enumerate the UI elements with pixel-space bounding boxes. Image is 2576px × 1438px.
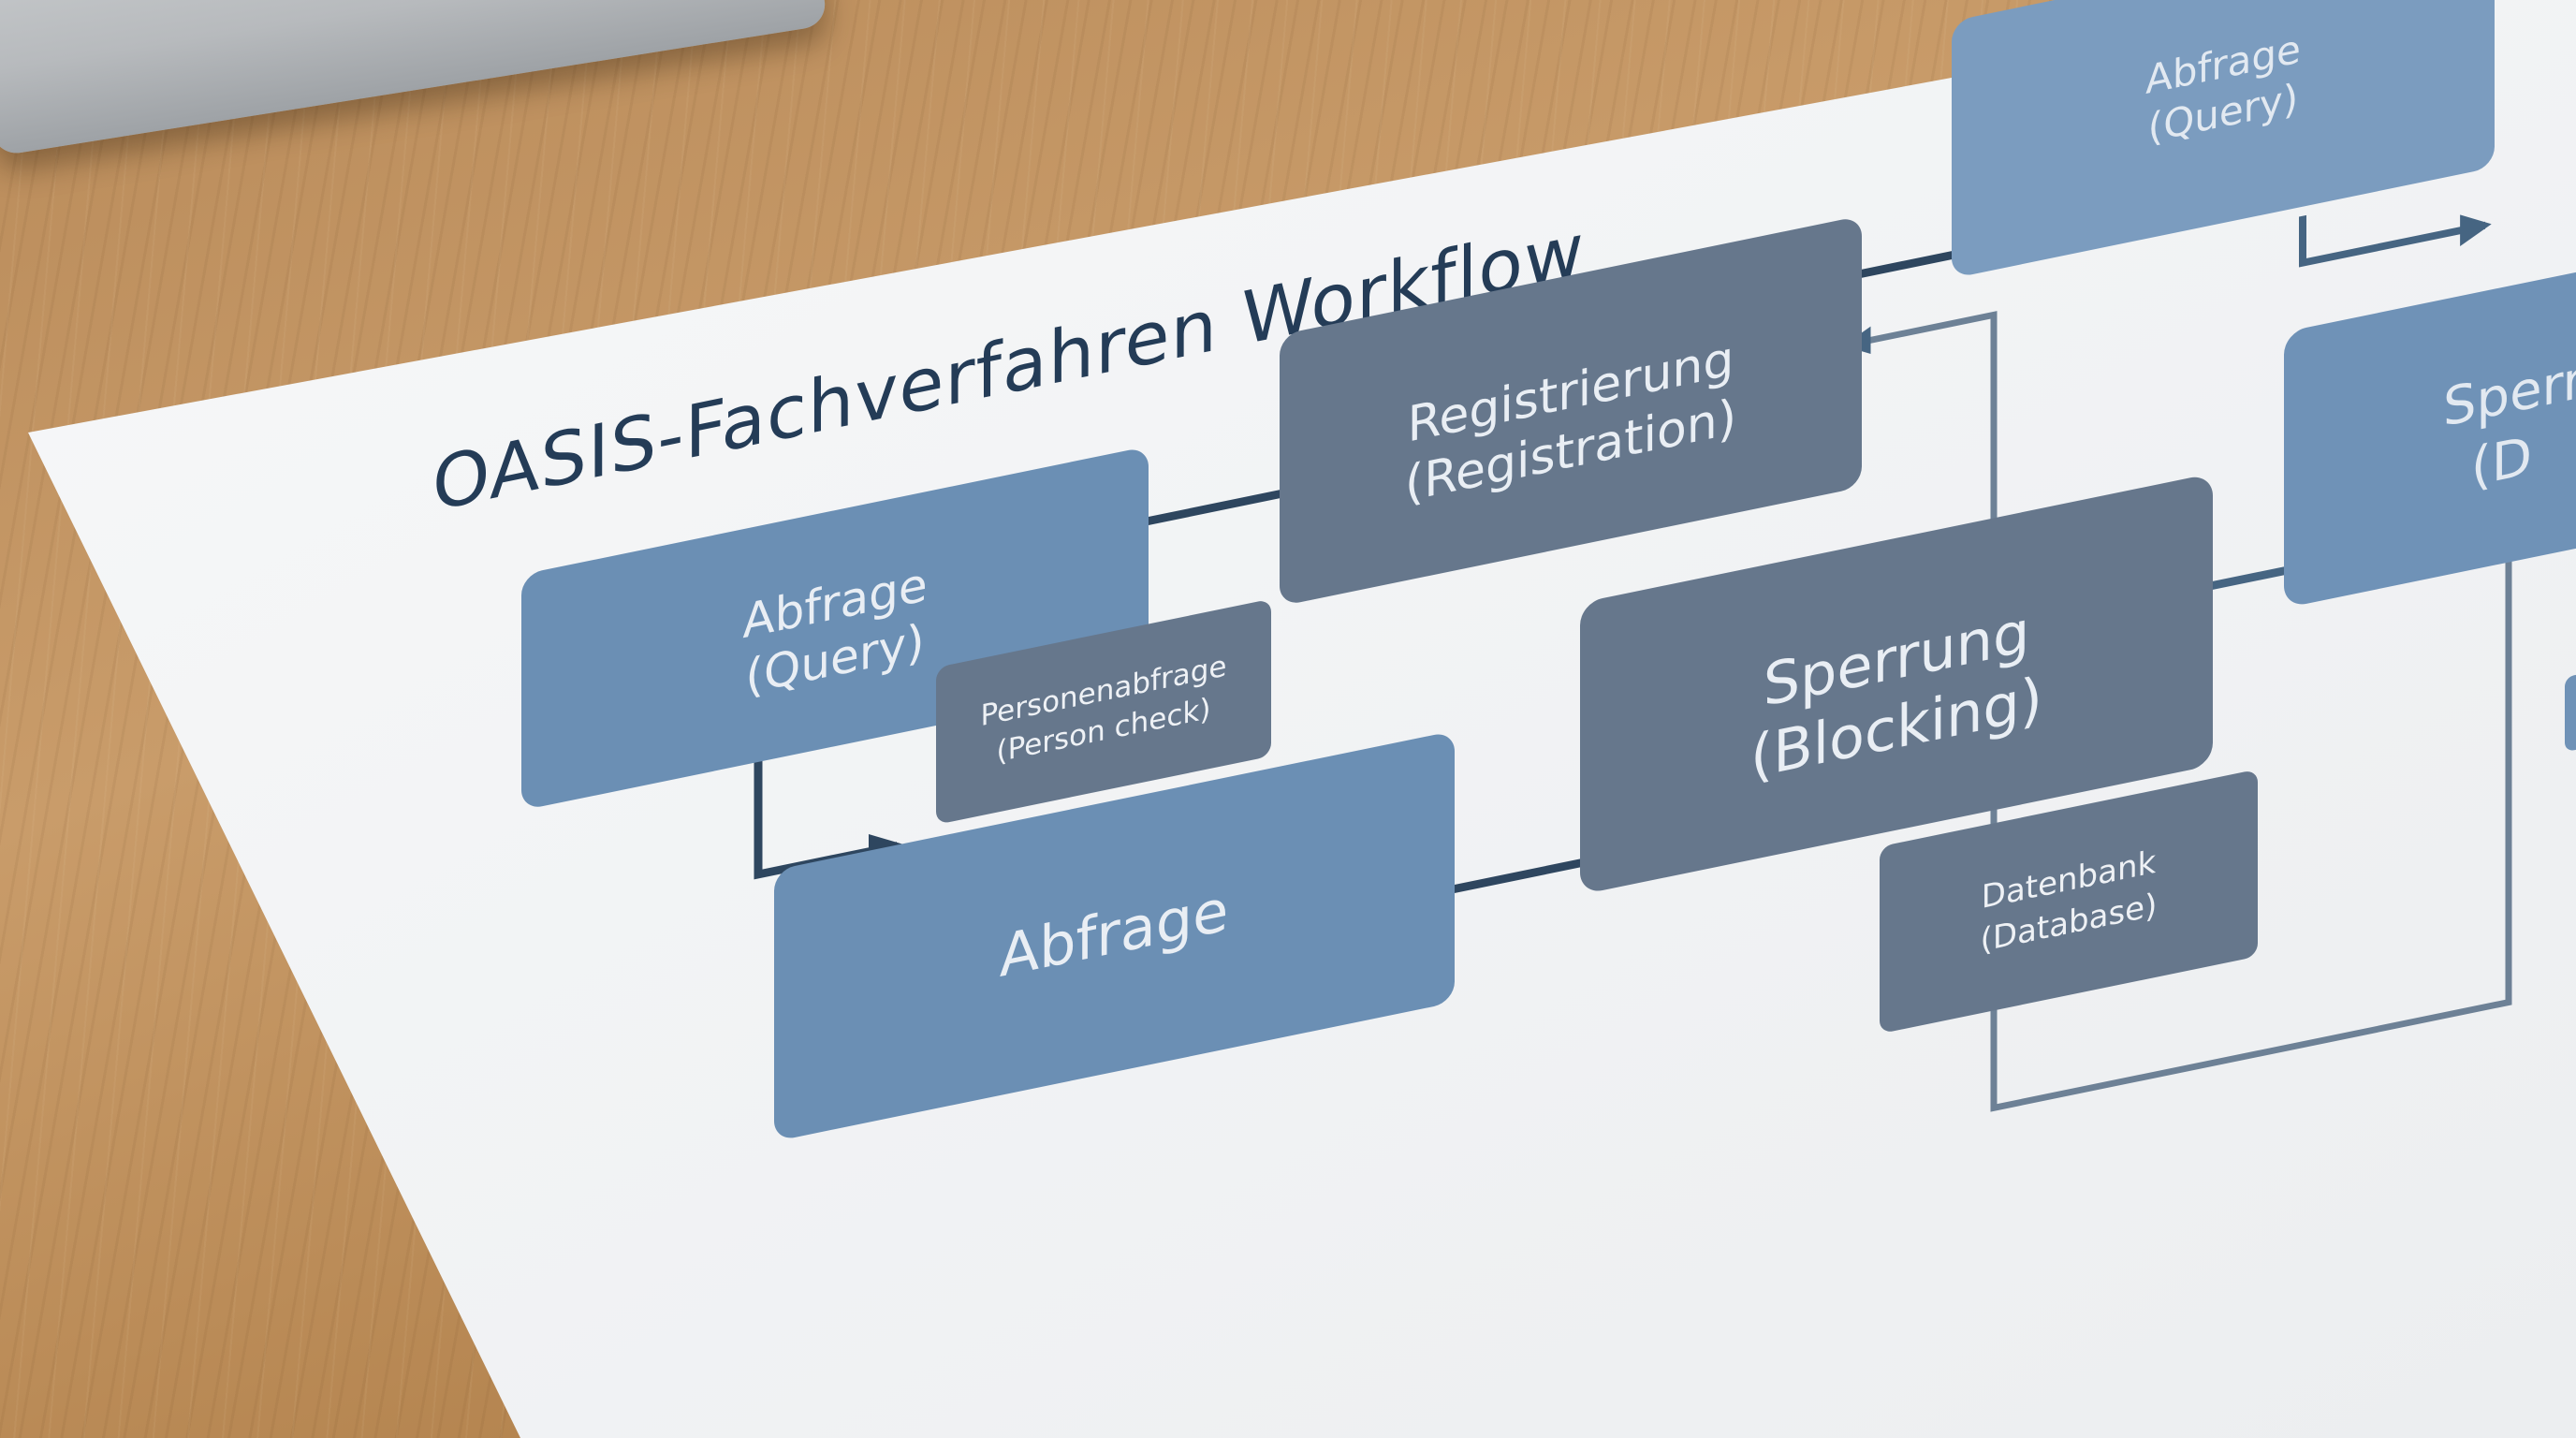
connector-right-loop bbox=[1843, 311, 2512, 1112]
node-sperrung: Sperrung (Blocking) bbox=[1580, 477, 2213, 891]
node-sperr-cutoff: Sperr (D bbox=[2284, 256, 2576, 605]
node-abfrage: Abfrage bbox=[774, 734, 1455, 1138]
node-datenbank: Datenbank (Database) bbox=[1880, 771, 2258, 1032]
arrow-right-query-down bbox=[2299, 214, 2492, 268]
node-abfrage-query-right: Abfrage (Query) bbox=[1952, 0, 2495, 275]
node-sperr-cutoff-line2: (D bbox=[2471, 425, 2532, 499]
node-abfrage-query: Abfrage (Query) bbox=[521, 449, 1149, 807]
node-person-check: Personenabfrage (Person check) bbox=[936, 601, 1271, 823]
paper bbox=[28, 0, 2576, 1438]
node-registrierung: Registrierung (Registration) bbox=[1280, 219, 1862, 603]
